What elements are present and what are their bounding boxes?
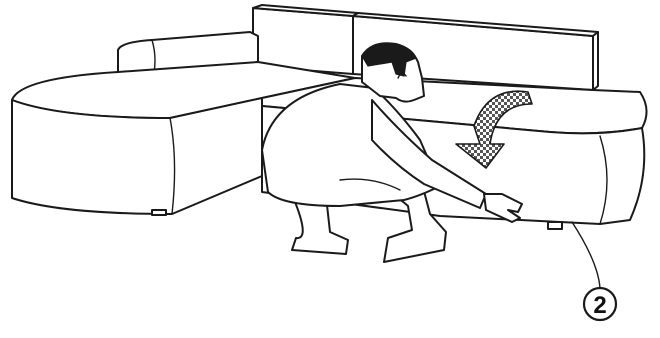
step-number-label: 2	[593, 292, 606, 319]
step-callout: 2	[572, 222, 616, 320]
